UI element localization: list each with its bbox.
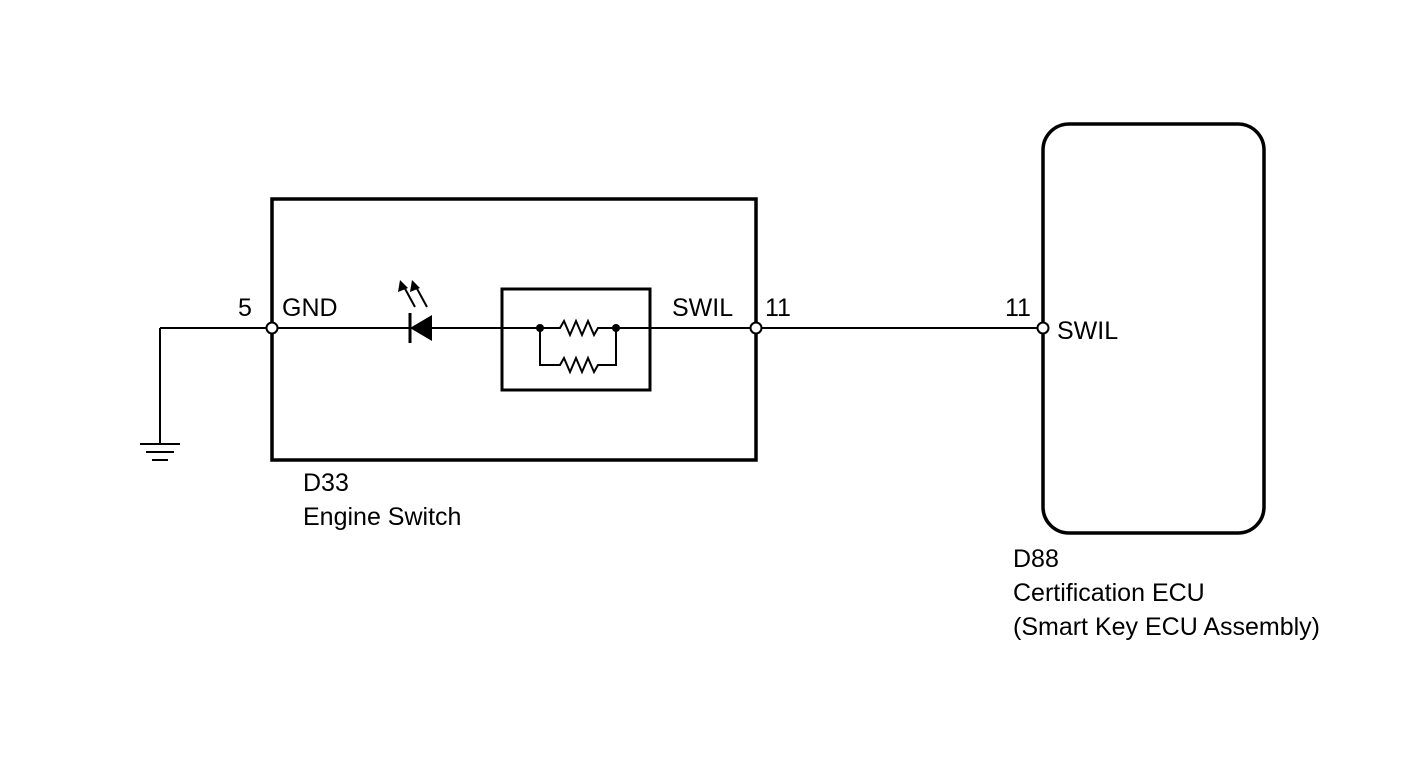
pin-switch-swil-number: 11 bbox=[765, 294, 791, 322]
pin-switch-swil-label: SWIL bbox=[672, 294, 733, 322]
engine-switch-name: Engine Switch bbox=[303, 503, 461, 531]
certification-ecu-subname: (Smart Key ECU Assembly) bbox=[1013, 613, 1320, 641]
certification-ecu-name: Certification ECU bbox=[1013, 579, 1205, 607]
engine-switch-box bbox=[270, 197, 758, 462]
pin-gnd-number: 5 bbox=[238, 294, 252, 322]
terminal-gnd bbox=[265, 321, 279, 335]
terminal-switch-swil bbox=[749, 321, 763, 335]
pin-ecu-label: SWIL bbox=[1057, 317, 1118, 345]
engine-switch-code: D33 bbox=[303, 469, 349, 497]
pin-gnd-label: GND bbox=[282, 294, 338, 322]
certification-ecu-code: D88 bbox=[1013, 545, 1059, 573]
ground-icon bbox=[140, 328, 180, 461]
resistor-icon bbox=[502, 318, 650, 375]
resistor-module-box bbox=[500, 287, 652, 392]
pin-ecu-number: 11 bbox=[1005, 294, 1031, 322]
terminal-ecu-swil bbox=[1036, 321, 1050, 335]
led-icon bbox=[398, 280, 432, 343]
